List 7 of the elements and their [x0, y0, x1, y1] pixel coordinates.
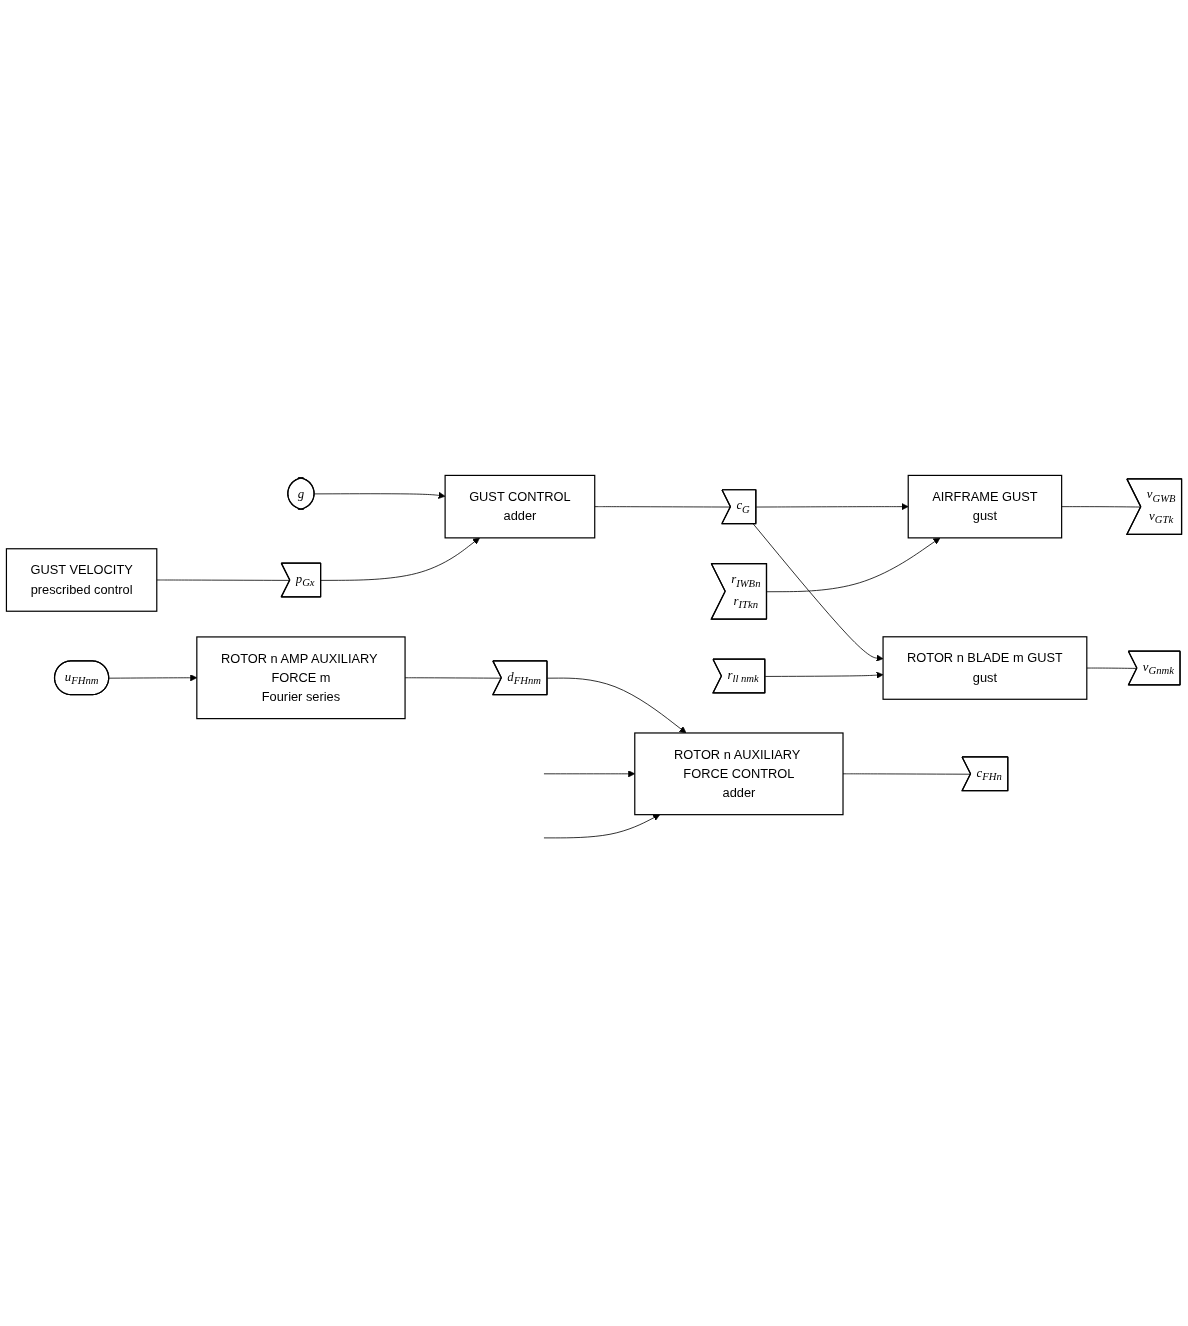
node-box: ROTOR n BLADE m GUST gust — [882, 636, 1088, 701]
node-box: GUST VELOCITY prescribed control — [5, 548, 158, 613]
node-box: GUST CONTROL adder — [444, 475, 596, 539]
node-box: ROTOR n AMP AUXILIARY FORCE m Fourier series — [196, 636, 406, 720]
connector — [1086, 668, 1138, 670]
node-box: AIRFRAME GUST gust — [907, 475, 1063, 539]
node-box: ROTOR n AUXILIARY FORCE CONTROL adder — [634, 732, 844, 816]
